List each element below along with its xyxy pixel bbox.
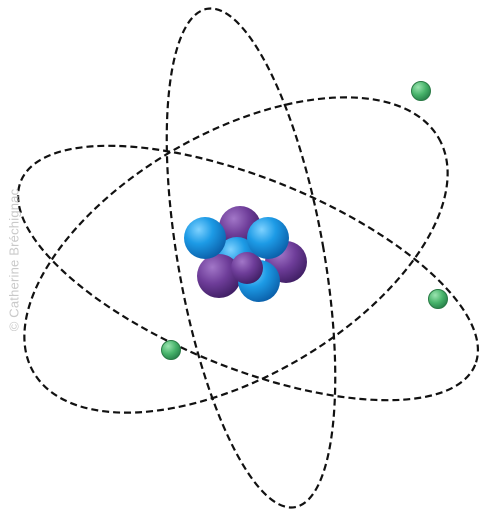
- proton: [247, 217, 289, 259]
- electron: [162, 341, 181, 360]
- electron: [429, 290, 448, 309]
- photo-credit: © Catherine Bréchignac: [7, 189, 22, 332]
- neutron: [231, 252, 263, 284]
- nucleus: [184, 206, 307, 302]
- electron: [412, 82, 431, 101]
- proton: [184, 217, 226, 259]
